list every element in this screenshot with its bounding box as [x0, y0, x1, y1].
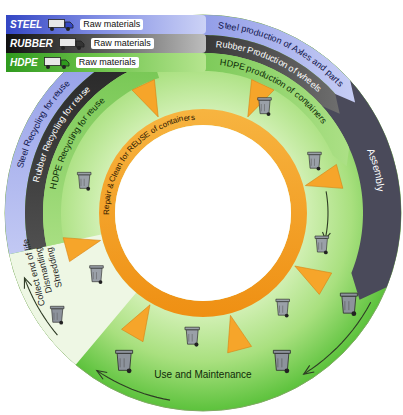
- wheelie-bin: [276, 299, 290, 317]
- material-name: HDPE: [10, 58, 38, 68]
- reuse-arrows: [63, 80, 343, 353]
- wheelie-bin: [50, 306, 64, 324]
- truck-icon: [44, 56, 70, 70]
- flow-arrows: [24, 191, 370, 400]
- reuse-arrow: [295, 266, 332, 294]
- wheelie-bin: [116, 350, 133, 373]
- wheelie-bin: [273, 350, 290, 373]
- label-glyph: y: [375, 185, 386, 191]
- flow-arrow: [325, 191, 328, 239]
- label-glyph: R: [103, 209, 111, 215]
- material-note: Raw materials: [91, 38, 154, 49]
- wheelie-bin: [77, 172, 91, 190]
- material-name: STEEL: [10, 20, 42, 30]
- flow-arrow-head: [97, 371, 107, 380]
- raw-material-bar: STEEL Raw materials: [6, 15, 206, 34]
- material-name: RUBBER: [10, 39, 53, 49]
- reuse-arrow: [122, 305, 150, 342]
- rubber-production-band: [197, 35, 340, 114]
- reuse-arrow: [228, 315, 252, 352]
- assembly-band: [322, 81, 401, 300]
- flow-arrow: [304, 302, 371, 374]
- container-sketches: [50, 98, 357, 374]
- wheelie-bin: [315, 236, 329, 254]
- truck-icon: [59, 37, 85, 51]
- reuse-arrow: [63, 238, 100, 262]
- wheelie-bin: [185, 327, 199, 346]
- truck-icon: [48, 18, 74, 32]
- reuse-arrow: [132, 80, 158, 117]
- wheelie-bin: [258, 98, 272, 116]
- reuse-arrow: [248, 80, 274, 117]
- label-glyph: R: [215, 40, 222, 50]
- flow-arrow-head: [304, 365, 315, 374]
- label-glyph: s: [190, 113, 195, 121]
- label-glyph: e: [103, 204, 111, 209]
- wheelie-bin: [340, 293, 357, 316]
- material-note: Raw materials: [80, 19, 143, 30]
- stage-label: Use and Maintenance: [154, 369, 251, 381]
- green-disc: [5, 15, 401, 411]
- wheelie-bin: [90, 266, 104, 284]
- raw-material-bar: HDPE Raw materials: [6, 53, 206, 72]
- center-hole: [115, 125, 291, 301]
- material-note: Raw materials: [76, 57, 139, 68]
- wheelie-bin: [308, 152, 322, 170]
- raw-material-bar: RUBBER Raw materials: [6, 34, 206, 53]
- reuse-ring: [107, 117, 299, 309]
